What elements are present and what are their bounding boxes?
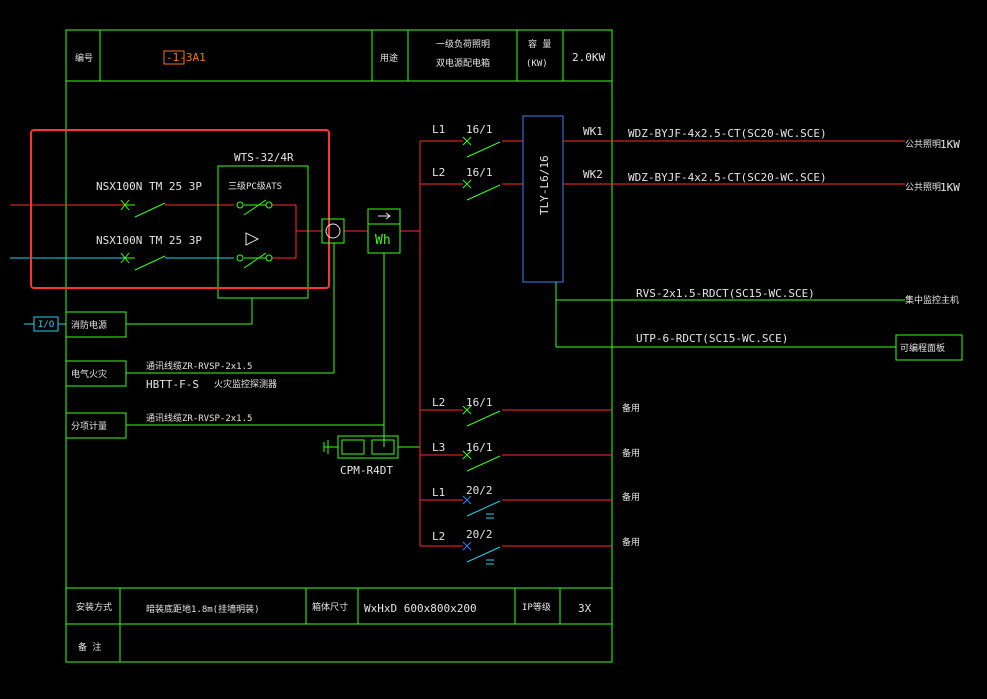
fire-desc: 火灾监控探测器: [214, 378, 277, 390]
branch-2-circuit: WK2: [583, 168, 603, 181]
usage-value-2: 双电源配电箱: [436, 57, 490, 69]
capacity-label-1: 容 量: [528, 38, 551, 50]
io-tag: I/O: [38, 320, 54, 330]
spare-1-phase: L2: [432, 396, 445, 409]
ats-model: WTS-32/4R: [234, 151, 294, 164]
size-value: WxHxD 600x800x200: [364, 602, 477, 615]
control-2-target: 可编程面板: [900, 342, 945, 354]
branch-1-breaker: 16/1: [466, 123, 493, 136]
spare-1-breaker: 16/1: [466, 396, 493, 409]
controller-box: [522, 115, 564, 283]
branch-2-breaker: 16/1: [466, 166, 493, 179]
spare-4-phase: L2: [432, 530, 445, 543]
spare-4-label: 备用: [622, 536, 640, 548]
spare-4[interactable]: L2 20/2 备用: [420, 528, 640, 565]
control-2-cable: UTP-6-RDCT(SC15-WC.SCE): [636, 332, 788, 345]
capacity-value: 2.0KW: [572, 51, 605, 64]
number-highlight: [163, 50, 185, 65]
input-wiring: [10, 199, 420, 271]
cpm-model: CPM-R4DT: [340, 464, 393, 477]
branch-2[interactable]: L2 16/1 WK2 WDZ-BYJF-4x2.5-CT(SC20-WC.SC…: [420, 166, 960, 201]
input-breaker-2: NSX100N TM 25 3P: [96, 234, 202, 247]
drawing-frame: [65, 29, 613, 663]
spare-1-label: 备用: [622, 402, 640, 414]
control-1-cable: RVS-2x1.5-RDCT(SC15-WC.SCE): [636, 287, 815, 300]
spare-2-label: 备用: [622, 447, 640, 459]
ats-box: [217, 165, 309, 299]
fire-monitor-label: 电气火灾: [71, 368, 107, 380]
number-label: 编号: [75, 52, 93, 64]
ct-box: [321, 218, 345, 244]
selection-highlight-box[interactable]: [30, 129, 330, 289]
spare-2-phase: L3: [432, 441, 445, 454]
ct-icon: [325, 223, 341, 239]
fire-cable: 通讯线缆ZR-RVSP-2x1.5: [146, 360, 252, 372]
branch-2-phase: L2: [432, 166, 445, 179]
branch-1-cable: WDZ-BYJF-4x2.5-CT(SC20-WC.SCE): [628, 127, 827, 140]
ip-label: IP等级: [522, 601, 551, 613]
spare-3-label: 备用: [622, 491, 640, 503]
install-label: 安装方式: [76, 601, 112, 613]
left-aux-wiring: [24, 243, 420, 459]
branch-1-load: 公共照明: [905, 139, 941, 150]
meter-cable: 通讯线缆ZR-RVSP-2x1.5: [146, 412, 252, 424]
control-1-target: 集中监控主机: [905, 294, 959, 306]
spare-4-breaker: 20/2: [466, 528, 493, 541]
energy-meter-aux-label: 分项计量: [71, 420, 107, 432]
branch-1[interactable]: L1 16/1 WK1 WDZ-BYJF-4x2.5-CT(SC20-WC.SC…: [420, 123, 960, 158]
branch-2-power: 1KW: [940, 181, 960, 194]
branch-2-cable: WDZ-BYJF-4x2.5-CT(SC20-WC.SCE): [628, 171, 827, 184]
fire-model: HBTT-F-S: [146, 378, 199, 391]
branch-2-load: 公共照明: [905, 182, 941, 193]
ip-value: 3X: [578, 602, 592, 615]
spare-1[interactable]: L2 16/1 备用: [420, 396, 640, 427]
usage-label: 用途: [380, 52, 398, 64]
install-value: 暗装底距地1.8m(挂墙明装): [146, 603, 260, 615]
fire-power-label: 消防电源: [71, 319, 107, 331]
note-label: 备 注: [78, 641, 101, 653]
branch-1-circuit: WK1: [583, 125, 603, 138]
branch-1-phase: L1: [432, 123, 445, 136]
input-breaker-1: NSX100N TM 25 3P: [96, 180, 202, 193]
spare-2-breaker: 16/1: [466, 441, 493, 454]
controller-label: TLY-L6/16: [538, 155, 551, 215]
capacity-label-2: (KW): [526, 59, 548, 69]
usage-value-1: 一级负荷照明: [436, 38, 490, 50]
control-2[interactable]: UTP-6-RDCT(SC15-WC.SCE) 可编程面板: [555, 300, 963, 361]
ats-arrow-icon: [245, 232, 260, 246]
size-label: 箱体尺寸: [312, 601, 348, 613]
spare-3[interactable]: L1 20/2 备用: [420, 484, 640, 519]
control-1[interactable]: RVS-2x1.5-RDCT(SC15-WC.SCE) 集中监控主机: [555, 282, 959, 306]
spare-3-breaker: 20/2: [466, 484, 493, 497]
energy-meter-label: Wh: [375, 233, 391, 248]
ats-desc: 三级PC级ATS: [228, 180, 282, 192]
spare-2[interactable]: L3 16/1 备用: [420, 441, 640, 472]
breaker-markers: [120, 199, 273, 264]
number-value: -1-3A1: [166, 51, 206, 64]
meter-arrow-icon: [378, 212, 391, 220]
spare-3-phase: L1: [432, 486, 445, 499]
branch-1-power: 1KW: [940, 138, 960, 151]
